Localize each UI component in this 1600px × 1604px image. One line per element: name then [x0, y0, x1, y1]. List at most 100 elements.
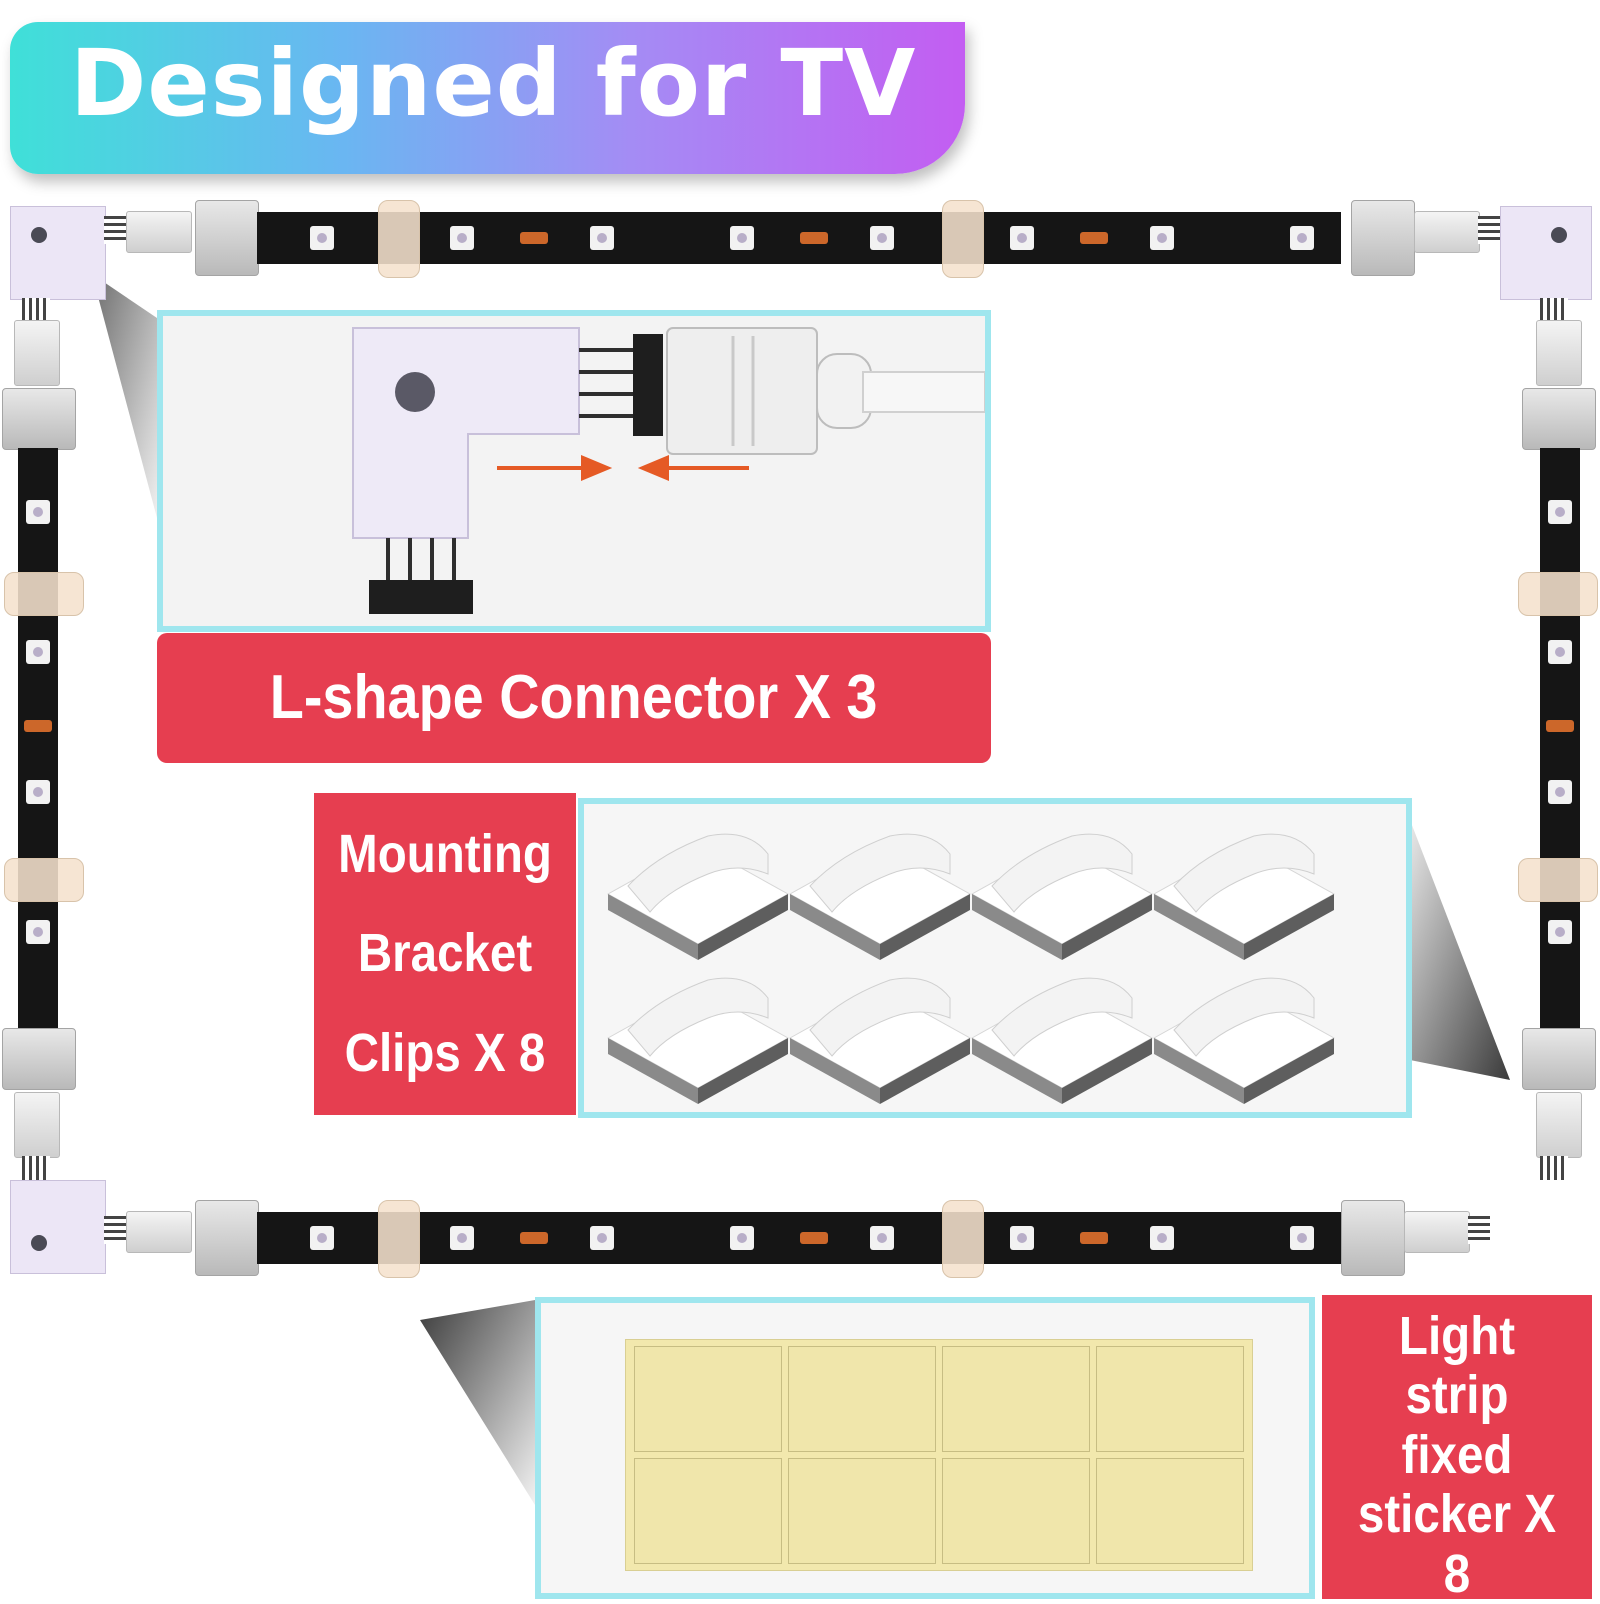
led-chip	[1548, 920, 1572, 944]
strip-socket-connector	[195, 1200, 259, 1276]
strip-socket-connector	[2, 388, 76, 450]
mounting-clip	[788, 833, 972, 960]
mounting-label-line-2: Bracket	[357, 923, 533, 984]
led-chip	[1010, 1226, 1034, 1250]
sticker-label: Light strip fixed sticker X 8	[1322, 1295, 1592, 1603]
sticker-panel	[535, 1297, 1315, 1599]
strip-clip-sleeve	[942, 1200, 984, 1278]
strip-clip-sleeve	[378, 1200, 420, 1278]
solder-pads	[24, 720, 52, 732]
led-chip	[26, 640, 50, 664]
page-title: Designed for TV	[70, 30, 917, 137]
l-connector-dot	[31, 227, 47, 243]
strip-socket-connector	[2, 1028, 76, 1090]
led-chip	[310, 1226, 334, 1250]
male-plug	[126, 211, 192, 253]
bottom-pins	[386, 538, 456, 584]
mounting-clip-panel	[578, 798, 1412, 1118]
led-chip	[26, 920, 50, 944]
connector-pins	[22, 298, 50, 320]
led-chip	[1548, 500, 1572, 524]
led-chip	[1548, 780, 1572, 804]
mounting-clip	[970, 977, 1154, 1104]
sticker-callout-shadow	[420, 1300, 535, 1505]
strip-clip-sleeve	[1518, 858, 1598, 902]
solder-pads	[1546, 720, 1574, 732]
adhesive-sticker	[634, 1346, 782, 1452]
strip-socket-connector	[195, 200, 259, 276]
l-connector-label: L-shape Connector X 3	[157, 633, 991, 763]
sticker-grid	[626, 1340, 1252, 1570]
led-chip	[450, 226, 474, 250]
led-chip	[1290, 226, 1314, 250]
solder-pads	[520, 232, 548, 244]
plug-housing	[666, 327, 818, 455]
strip-clip-sleeve	[4, 572, 84, 616]
mounting-label-line-1: Mounting	[338, 823, 552, 884]
led-chip	[450, 1226, 474, 1250]
connector-pins	[104, 216, 126, 244]
sticker-label-line-3: sticker X 8	[1357, 1484, 1557, 1604]
male-plug	[126, 1211, 192, 1253]
connector-pins	[1540, 1156, 1568, 1180]
connector-pins	[104, 1216, 126, 1244]
strip-clip-sleeve	[4, 858, 84, 902]
strip-clip-sleeve	[1518, 572, 1598, 616]
mounting-clip-grid	[584, 804, 1406, 1112]
side-pins	[579, 348, 633, 418]
led-chip	[590, 226, 614, 250]
connector-pins	[1540, 298, 1568, 320]
adhesive-sticker	[788, 1346, 936, 1452]
led-chip	[870, 1226, 894, 1250]
strip-clip-sleeve	[942, 200, 984, 278]
mounting-clip	[970, 833, 1154, 960]
l-connector-dot	[1551, 227, 1567, 243]
male-plug	[1536, 320, 1582, 386]
adhesive-sticker	[942, 1458, 1090, 1564]
solder-pads	[1080, 1232, 1108, 1244]
adhesive-sticker	[788, 1458, 936, 1564]
adhesive-sticker	[942, 1346, 1090, 1452]
solder-pads	[1080, 232, 1108, 244]
led-chip	[1150, 226, 1174, 250]
sticker-label-line-2: fixed	[1401, 1424, 1513, 1485]
bottom-pin-header	[369, 580, 473, 614]
adhesive-sticker	[1096, 1346, 1244, 1452]
mounting-clip	[1152, 977, 1336, 1104]
led-chip	[26, 500, 50, 524]
male-plug	[1404, 1211, 1470, 1253]
led-chip	[1010, 226, 1034, 250]
mounting-clip	[606, 977, 790, 1104]
l-connector-bottom-left	[10, 1180, 106, 1274]
connector-pins	[1478, 216, 1500, 244]
solder-pads	[800, 1232, 828, 1244]
male-plug	[14, 1092, 60, 1158]
solder-pads	[800, 232, 828, 244]
l-connector-illustration	[352, 327, 985, 614]
strip-socket-connector	[1522, 388, 1596, 450]
sticker-sheet	[625, 1339, 1253, 1571]
mounting-clip	[788, 977, 972, 1104]
led-chip	[590, 1226, 614, 1250]
strip-clip-sleeve	[378, 200, 420, 278]
led-chip	[1290, 1226, 1314, 1250]
l-connector-body	[352, 327, 580, 539]
led-chip	[1548, 640, 1572, 664]
male-plug	[1414, 211, 1480, 253]
l-connector-top-left	[10, 206, 106, 300]
adhesive-sticker	[634, 1458, 782, 1564]
strip-socket-connector	[1522, 1028, 1596, 1090]
cable	[862, 371, 985, 413]
connector-pins	[1468, 1216, 1490, 1244]
led-chip	[730, 1226, 754, 1250]
connector-pins	[22, 1156, 50, 1180]
adhesive-sticker	[1096, 1458, 1244, 1564]
mounting-clip	[1152, 833, 1336, 960]
mounting-label-line-3: Clips X 8	[344, 1022, 546, 1083]
led-chip	[730, 226, 754, 250]
led-chip	[26, 780, 50, 804]
l-connector-label-text: L-shape Connector X 3	[270, 663, 878, 732]
led-chip	[310, 226, 334, 250]
title-banner	[10, 22, 965, 174]
